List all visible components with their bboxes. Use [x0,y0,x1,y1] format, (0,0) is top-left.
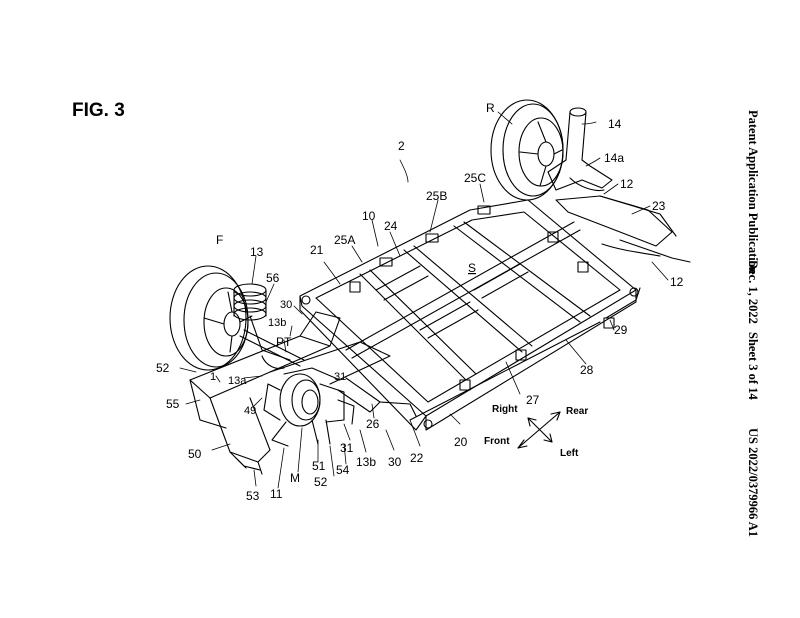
direction-rear: Rear [566,406,588,417]
rear-side-frames [555,195,691,263]
label-27: 27 [526,393,540,407]
label-21: 21 [310,243,324,257]
direction-left: Left [560,448,579,459]
figure-title: FIG. 3 [72,100,125,121]
label-F: F [216,233,223,247]
battery-case [299,199,641,431]
rear-strut [547,107,613,192]
leader-lines [179,111,669,489]
label-22: 22 [410,451,424,465]
label-13a: 13a [228,375,247,387]
label-PT: PT [276,335,292,349]
label-11: 11 [270,487,283,501]
direction-right: Right [492,404,518,415]
label-R: R [486,101,495,115]
drive-shaft [239,329,305,370]
label-20: 20 [454,435,468,449]
label-13: 13 [250,245,264,259]
label-S: S [468,261,476,275]
label-31-bottom: 31 [340,441,354,455]
label-29: 29 [614,323,628,337]
label-M: M [290,471,300,485]
label-24: 24 [384,219,398,233]
label-30-bottom: 30 [388,455,402,469]
label-56: 56 [266,271,280,285]
label-52-bottom: 52 [314,475,328,489]
label-12-right: 12 [670,275,684,289]
rear-wheel [490,99,564,201]
label-31-top: 31 [334,371,346,383]
label-23: 23 [652,199,666,213]
label-12-top: 12 [620,177,634,191]
front-subframe [189,311,417,475]
label-25C: 25C [464,171,486,185]
label-1: 1 [210,371,216,383]
label-54: 54 [336,463,350,477]
front-spring [233,283,291,361]
label-14: 14 [608,117,622,131]
label-30-top: 30 [280,299,292,311]
label-25B: 25B [426,189,447,203]
front-wheel [169,265,253,371]
label-13b-top: 13b [268,317,286,329]
direction-labels: Right Rear Front Left [484,404,588,459]
label-26: 26 [366,417,380,431]
label-50: 50 [188,447,202,461]
label-14a: 14a [604,151,624,165]
label-51: 51 [312,459,326,473]
label-53: 53 [246,489,260,503]
label-28: 28 [580,363,594,377]
label-25A: 25A [334,233,355,247]
label-2: 2 [398,139,405,153]
label-49: 49 [244,405,256,417]
motor-unit [263,367,355,447]
label-55: 55 [166,397,180,411]
label-52-left: 52 [156,361,170,375]
reference-numerals: 2 R 14 14a 12 23 12 25C 25B 10 24 25A S … [156,101,684,503]
label-10: 10 [362,209,376,223]
direction-front: Front [484,436,510,447]
label-13b-bottom: 13b [356,455,376,469]
direction-arrows [517,411,561,449]
